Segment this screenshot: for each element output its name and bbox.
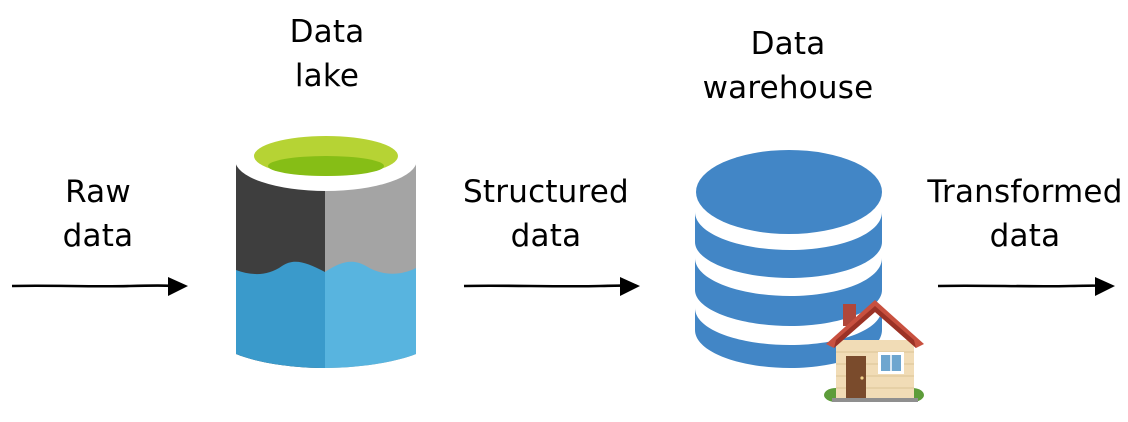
raw-data-label: Raw data [62,174,134,254]
structured-data-label: Structured data [463,174,629,254]
arrow-right-icon [11,277,188,296]
data-warehouse-label: Data warehouse [702,26,874,106]
data-lake-label: Data lake [289,14,365,94]
transformed-data-label: Transformed data [927,174,1123,254]
arrow-right-icon [463,277,640,296]
arrow-right-icon [937,277,1115,296]
